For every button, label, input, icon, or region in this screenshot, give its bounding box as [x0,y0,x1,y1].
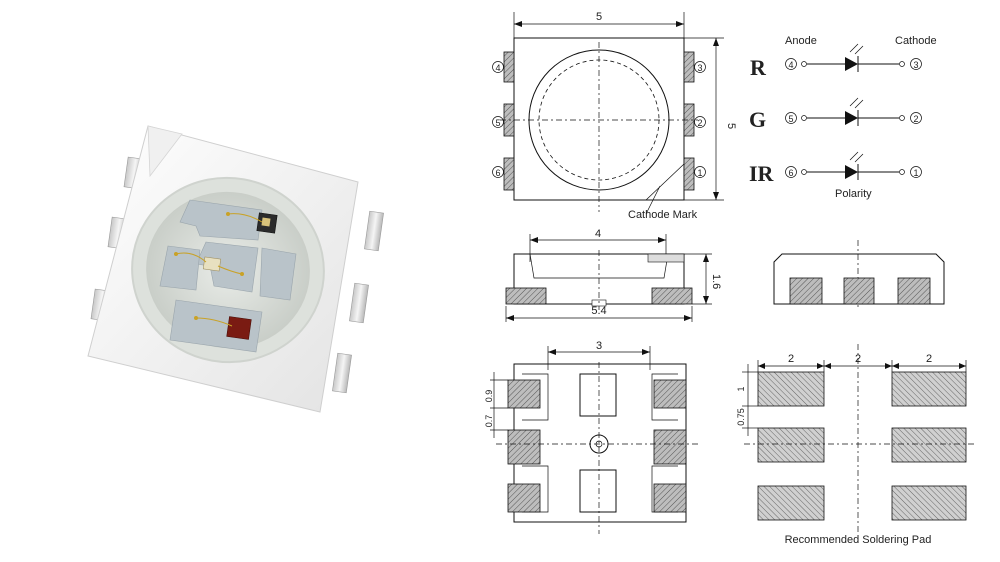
solder-pad-caption: Recommended Soldering Pad [785,534,932,546]
solder-pad [891,485,967,521]
bond-wire [195,317,233,327]
top-pin-6 [503,157,515,191]
anode-label: Anode [785,35,817,47]
cathode-mark-label: Cathode Mark [628,209,698,221]
led-pin [349,282,369,324]
bottom-pad [653,429,687,465]
top-pin-label: 5 [495,118,500,128]
top-pin-label: 2 [697,118,702,128]
bottom-view-drawing: 3 0.9 0.7 [484,340,700,534]
pad-dim-height: 1 [736,386,746,391]
led-photo [87,125,384,413]
diode-r-icon [845,57,858,71]
bond-point [194,316,198,320]
bottom-pad [653,379,687,409]
side-view-drawing: 4 1.6 5.4 [505,228,722,322]
side-dim-top: 4 [595,228,601,240]
front-view-drawing [773,240,945,310]
bottom-body [513,363,687,523]
bond-point [240,272,244,276]
side-pin-right [651,287,693,305]
lead-frame [169,299,263,353]
schematic-diagram: Anode Cathode R 4 3 G 5 2 IR 6 [749,35,937,200]
top-view-drawing: 5 5 Cathode Mark 4 5 6 3 [492,11,737,221]
led-pin [364,210,384,252]
pad-dim-3: 2 [926,353,932,365]
red-chip [226,316,252,340]
top-pin-label: 1 [697,168,702,178]
cathode-label: Cathode [895,35,937,47]
color-label-r: R [750,55,767,80]
bottom-pad [653,483,687,513]
top-pin-1 [683,157,695,191]
front-body [773,253,945,305]
solder-pad [891,427,967,463]
side-dim-bottom: 5.4 [591,305,606,317]
top-pin-4 [503,51,515,83]
diode-g-icon [845,111,858,125]
top-pin-label: 6 [495,168,500,178]
bottom-center-pad [579,469,617,513]
diode-ir-icon [845,165,858,179]
bottom-pad [507,483,541,513]
bottom-dim-pad: 0.9 [484,390,494,403]
schematic-pin: 1 [913,168,918,178]
solder-pad [757,427,825,463]
bond-wire [175,252,207,263]
top-body-outline [513,37,685,201]
top-pin-label: 4 [495,63,500,73]
chip-pad [261,217,271,227]
solder-pad-drawing: 2 2 2 1 0.75 Recommended Soldering Pad [736,344,974,546]
green-chip [202,256,222,272]
polarity-label: Polarity [835,188,872,200]
led-corner-chamfer [147,125,183,178]
solder-pad [891,371,967,407]
color-label-ir: IR [749,161,775,186]
schematic-pin: 3 [913,60,918,70]
lead-frame [259,247,297,301]
bottom-pad [507,429,541,465]
pad-dim-gap: 0.75 [736,408,746,426]
bottom-dim-gap: 0.7 [484,415,494,428]
pad-dim-1: 2 [788,353,794,365]
front-pin [789,277,823,305]
schematic-pin: 6 [788,168,793,178]
top-pin-label: 3 [697,63,702,73]
top-dim-height: 5 [725,123,737,129]
lead-frame [179,199,263,241]
front-pin [897,277,931,305]
bottom-dim-top: 3 [596,340,602,352]
schematic-pin: 2 [913,114,918,124]
led-pin [332,352,352,394]
bottom-pad [507,379,541,409]
schematic-pin: 4 [788,60,793,70]
side-dim-height: 1.6 [710,274,722,289]
lead-frame [159,245,201,291]
bond-point [174,252,178,256]
side-pin-left [505,287,547,305]
color-label-g: G [749,107,766,132]
schematic-pin: 5 [788,114,793,124]
front-pin [843,277,875,305]
solder-pad [757,371,825,407]
bond-point [226,212,230,216]
top-pin-3 [683,51,695,83]
solder-pad [757,485,825,521]
top-dim-width: 5 [596,11,602,23]
bond-wire [227,213,263,223]
bottom-center-pad [579,373,617,417]
